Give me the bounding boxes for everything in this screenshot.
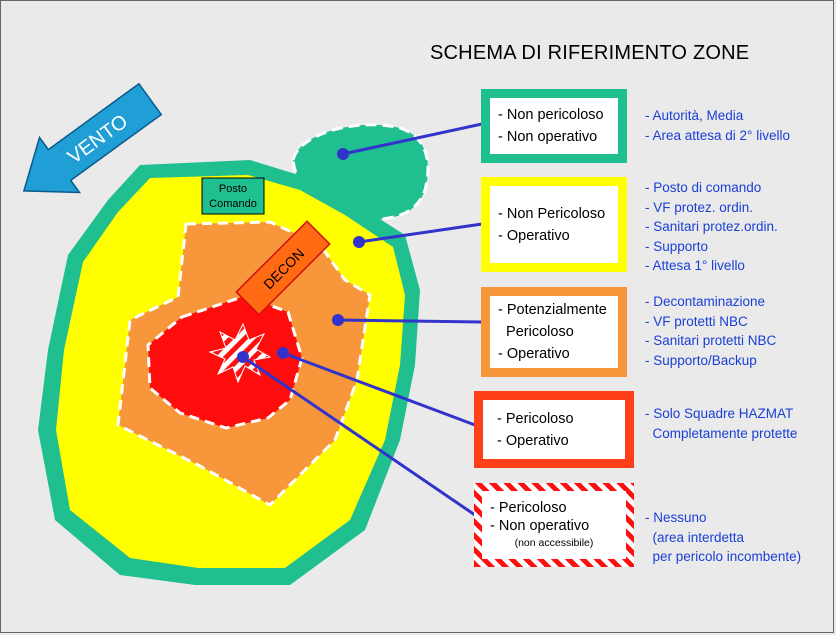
zone-red-description: - Solo Squadre HAZMAT Completamente prot… [645,404,797,443]
zone-hatched-note: (non accessibile) [514,537,594,549]
connector-orange [337,318,483,324]
zone-box-green: - Non pericoloso - Non operativo [481,89,627,163]
zone-box-orange: - Potenzialmente Pericoloso - Operativo [481,287,627,377]
zone-hatched-description: - Nessuno (area interdetta per pericolo … [645,508,801,567]
zone-orange-description: - Decontaminazione - VF protetti NBC - S… [645,292,776,370]
connector-dots [237,148,365,363]
connector-dot-yellow [353,236,365,248]
connector-red [282,351,476,427]
zone-green-description: - Autorità, Media - Area attesa di 2° li… [645,106,790,145]
desc-line: - Sanitari protez.ordin. [645,219,778,234]
desc-line: - Posto di comando [645,180,762,195]
command-post-line-1: Posto [219,183,247,195]
connector-dot-green [337,148,349,160]
zone-orange-line-1: - Potenzialmente [498,302,607,318]
zone-hatched-line-1: - Pericoloso [490,500,567,516]
zone-yellow-description: - Posto di comando - VF protez. ordin. -… [645,178,778,276]
desc-line: - Area attesa di 2° livello [645,127,790,143]
desc-line: - Autorità, Media [645,108,744,123]
desc-line: - Attesa 1° livello [645,258,745,273]
connector-lines [242,122,483,517]
zone-box-hatched: - Pericoloso - Non operativo (non access… [482,491,626,559]
command-post-line-2: Comando [209,198,257,210]
desc-line: - Supporto/Backup [645,352,757,368]
desc-line: - Solo Squadre HAZMAT [645,406,794,421]
desc-line: - Decontaminazione [645,294,766,309]
zone-yellow-line-2: - Operativo [498,227,570,244]
desc-line: - Nessuno [645,510,707,525]
command-post-box: Posto Comando [201,177,265,215]
zone-yellow-line-1: - Non Pericoloso [498,205,606,222]
zone-green-line-2: - Non operativo [498,129,598,145]
desc-line: per pericolo incombente) [645,549,802,564]
desc-line: - Sanitari protetti NBC [645,333,777,348]
zone-orange-line-3: - Operativo [498,346,570,362]
desc-line: - VF protez. ordin. [645,199,754,215]
zone-box-red: - Pericoloso - Operativo [474,391,634,468]
connector-dot-hatched [237,351,249,363]
connector-hatched [242,355,476,517]
zone-red-line-2: - Operativo [497,432,569,449]
zone-box-yellow: - Non Pericoloso - Operativo [481,177,627,272]
zone-orange-line-2: Pericoloso [498,324,574,340]
desc-line: Completamente protette [645,425,798,441]
zone-hatched-line-2: - Non operativo [490,518,590,534]
connector-yellow [358,222,483,244]
connector-green [342,122,483,156]
connector-dot-red [277,347,289,359]
desc-line: - Supporto [645,238,709,254]
zone-green-line-1: - Non pericoloso [498,107,604,123]
desc-line: (area interdetta [645,529,745,545]
diagram-title: SCHEMA DI RIFERIMENTO ZONE [430,42,750,64]
zone-red-line-1: - Pericoloso [497,410,574,427]
connector-dot-orange [332,314,344,326]
desc-line: - VF protetti NBC [645,313,748,329]
